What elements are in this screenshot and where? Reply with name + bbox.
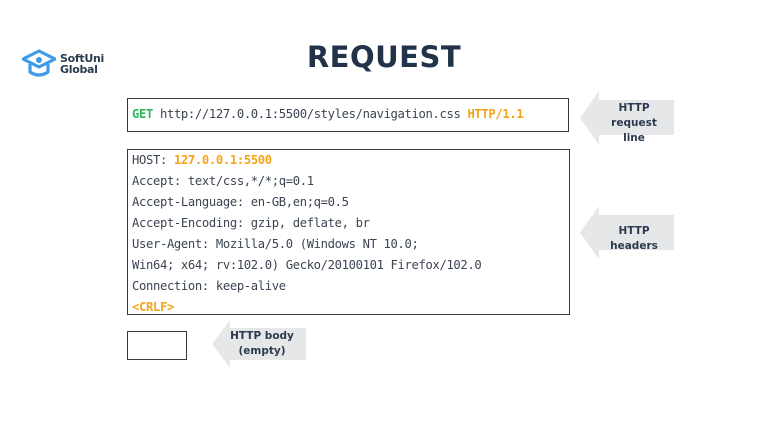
headers-box: HOST: 127.0.0.1:5500 Accept: text/css,*/… — [127, 149, 570, 315]
label-request-line-2: line — [623, 132, 645, 144]
logo-line1: SoftUni — [60, 52, 104, 65]
logo-line2: Global — [60, 63, 98, 76]
label-body-2: (empty) — [238, 345, 286, 357]
header-line: User-Agent: Mozilla/5.0 (Windows NT 10.0… — [132, 237, 419, 251]
header-line: Accept-Language: en-GB,en;q=0.5 — [132, 195, 349, 209]
header-line: Accept-Encoding: gzip, deflate, br — [132, 216, 370, 230]
left-arrow-icon — [212, 320, 306, 368]
host-key: HOST: — [132, 153, 167, 167]
body-box-empty — [127, 331, 187, 360]
header-line: Connection: keep-alive — [132, 279, 286, 293]
header-line: Win64; x64; rv:102.0) Gecko/20100101 Fir… — [132, 258, 482, 272]
arrow-headers: HTTP headers — [580, 206, 674, 259]
arrow-body: HTTP body (empty) — [212, 320, 306, 368]
left-arrow-icon — [580, 91, 674, 145]
request-url: http://127.0.0.1:5500/styles/navigation.… — [159, 107, 461, 121]
header-line: Accept: text/css,*/*;q=0.1 — [132, 174, 314, 188]
header-host: HOST: 127.0.0.1:5500 — [132, 150, 569, 171]
left-arrow-icon — [580, 206, 674, 259]
label-body-1: HTTP body — [230, 330, 294, 342]
page-title: REQUEST — [306, 40, 462, 74]
crlf-terminator: <CRLF> — [132, 300, 174, 314]
http-method: GET — [132, 107, 153, 121]
graduation-cap-icon — [22, 49, 56, 77]
softuni-logo: SoftUni Global — [22, 49, 104, 79]
label-request-line-1: HTTP request — [611, 102, 657, 129]
http-version: HTTP/1.1 — [467, 107, 524, 121]
arrow-request-line: HTTP request line — [580, 91, 674, 145]
label-headers: HTTP headers — [610, 225, 658, 252]
request-line-box: GET http://127.0.0.1:5500/styles/navigat… — [127, 98, 569, 132]
host-value: 127.0.0.1:5500 — [173, 153, 272, 167]
